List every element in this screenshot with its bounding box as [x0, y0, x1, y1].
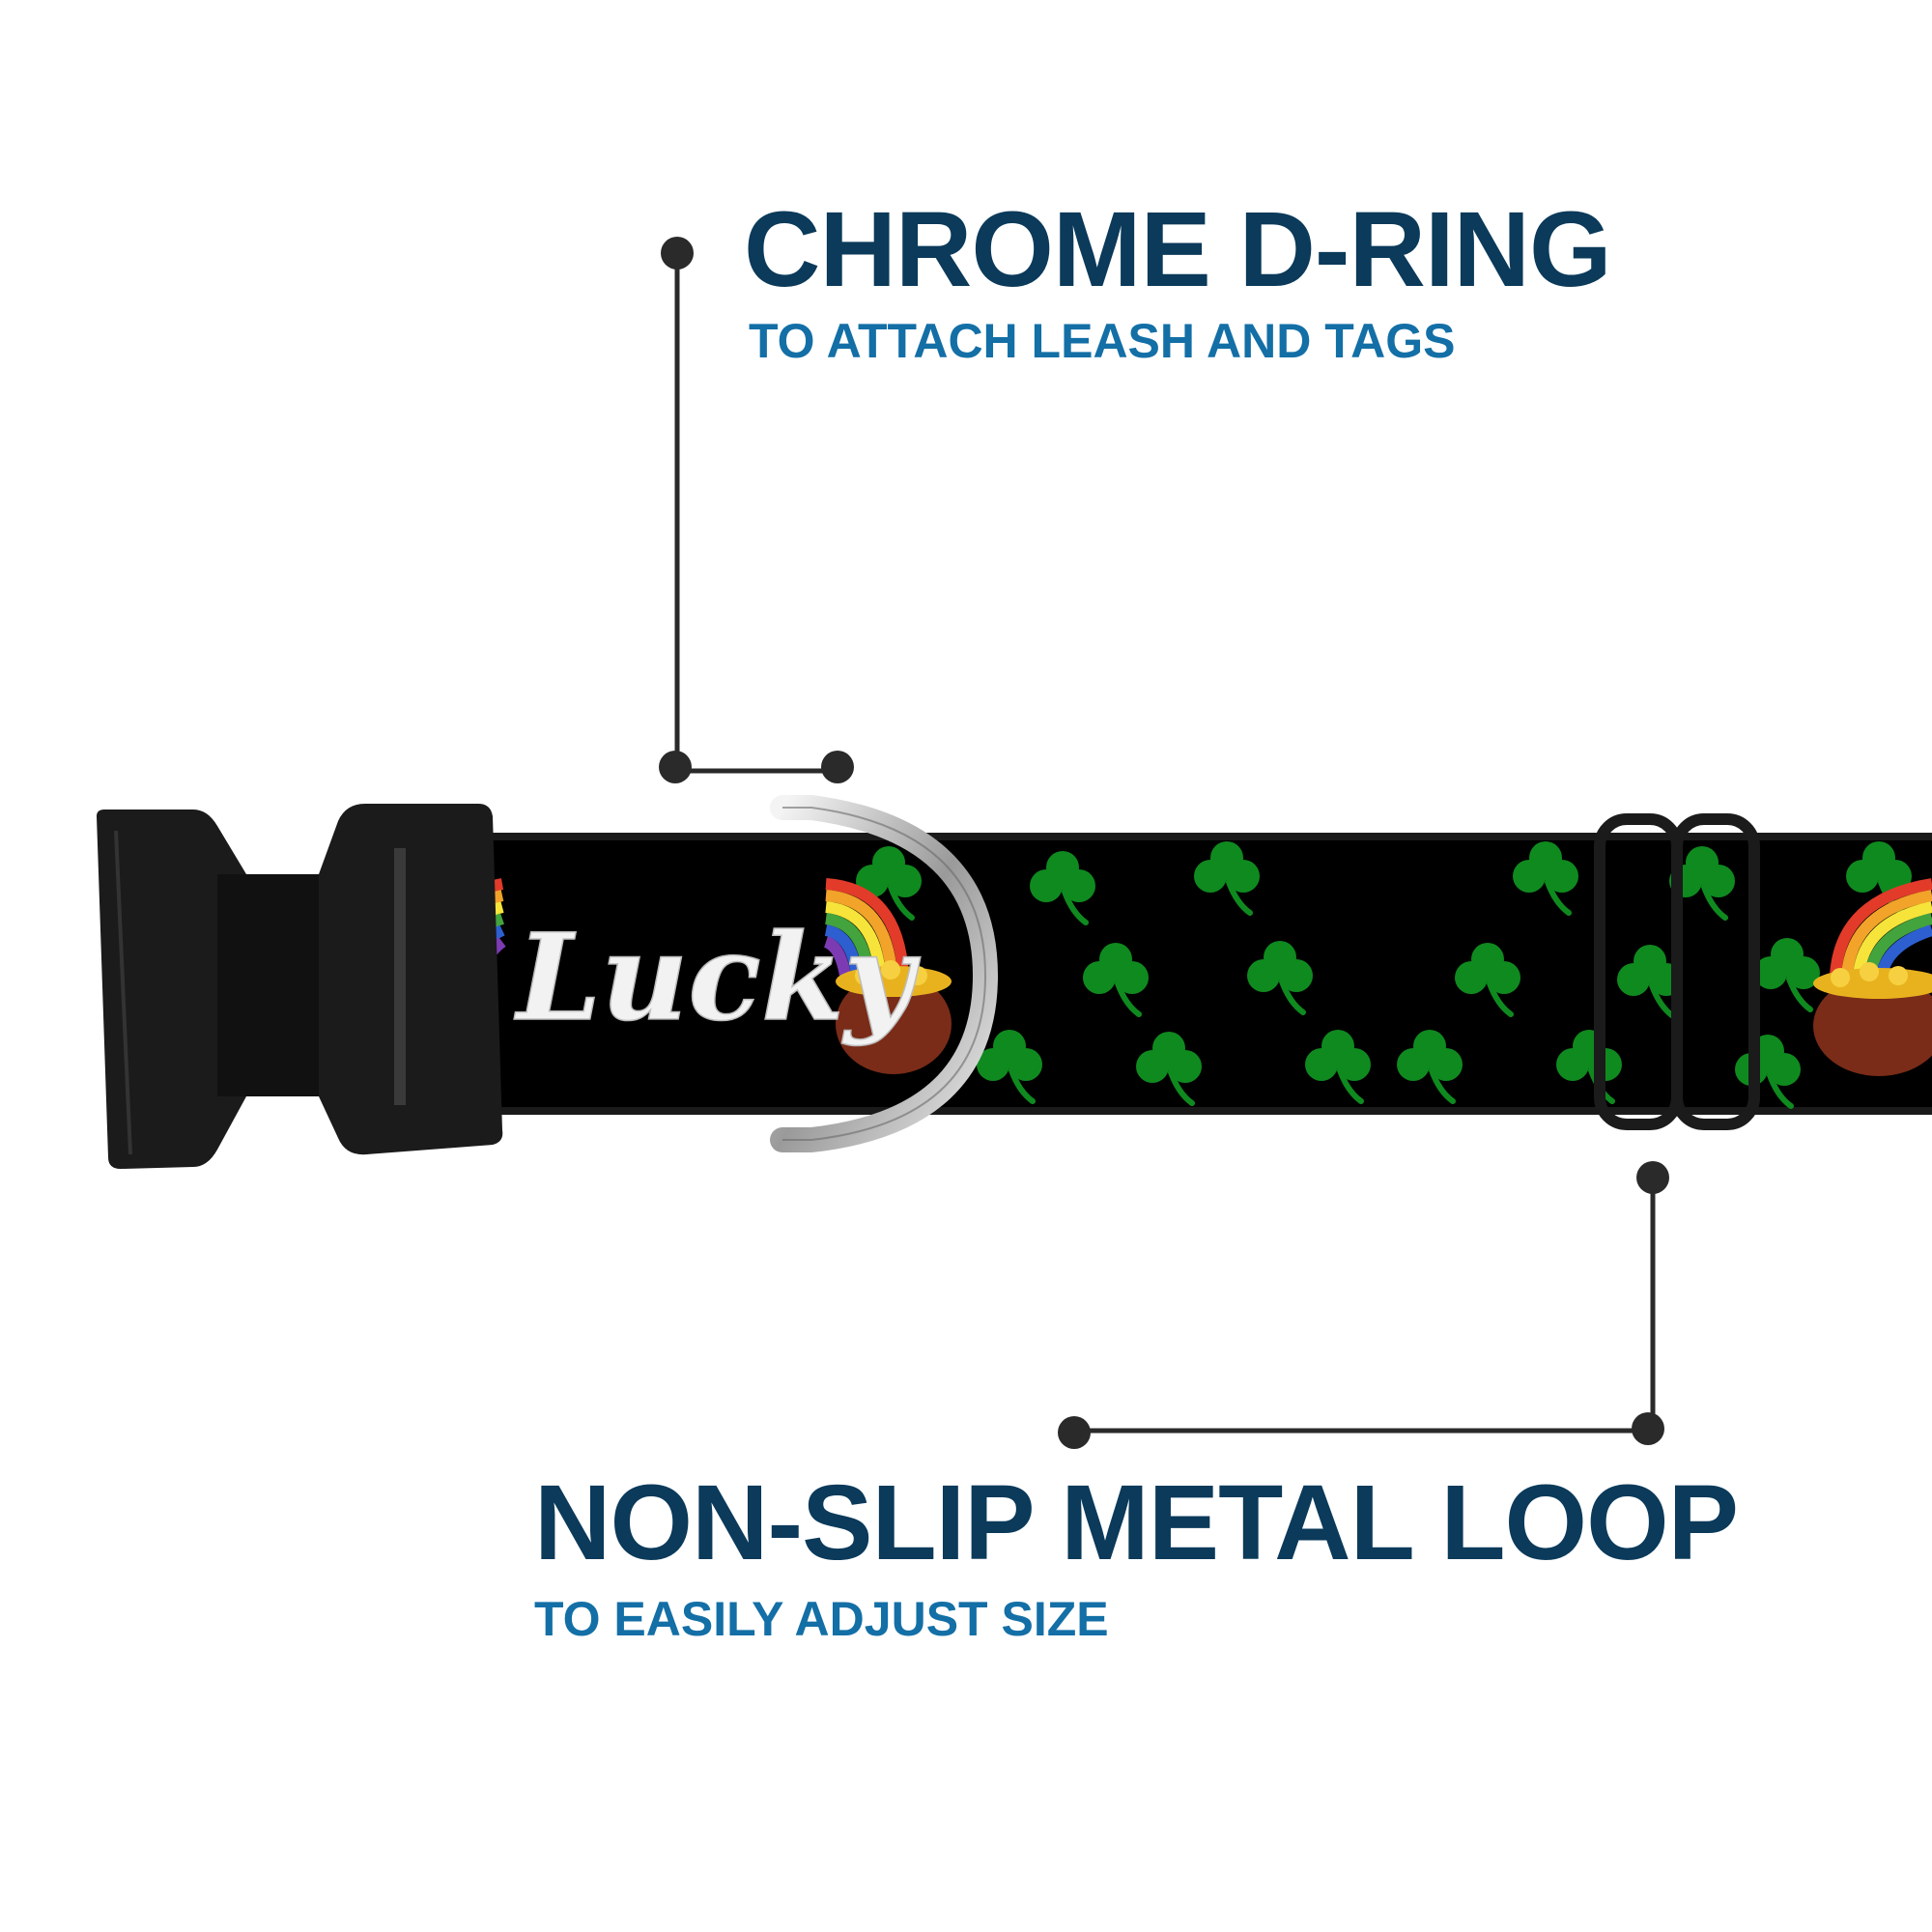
loop-callout-title: NON-SLIP METAL LOOP — [534, 1463, 1739, 1582]
non-slip-loop — [1594, 813, 1760, 1130]
side-release-buckle — [97, 804, 503, 1169]
collar-strap: Lucky — [406, 833, 1932, 1115]
collar-print-text: Lucky — [514, 908, 922, 1048]
dring-callout-subtitle: TO ATTACH LEASH AND TAGS — [749, 314, 1456, 368]
loop-leader-line — [1058, 1161, 1669, 1449]
loop-leader-dot — [1636, 1161, 1669, 1194]
loop-leader-dot — [1632, 1412, 1664, 1445]
pot-of-gold-right — [1813, 878, 1932, 1076]
loop-leader-dot — [1058, 1416, 1091, 1449]
loop-callout-subtitle: TO EASILY ADJUST SIZE — [534, 1592, 1109, 1646]
dring-leader-dot — [659, 751, 692, 783]
pot-of-gold-middle — [823, 878, 952, 1074]
dring-leader-dot — [821, 751, 854, 783]
chrome-d-ring — [770, 795, 999, 1152]
dring-leader-dot — [661, 237, 694, 270]
dring-callout-title: CHROME D-RING — [744, 190, 1612, 309]
dring-leader-line — [659, 237, 854, 783]
